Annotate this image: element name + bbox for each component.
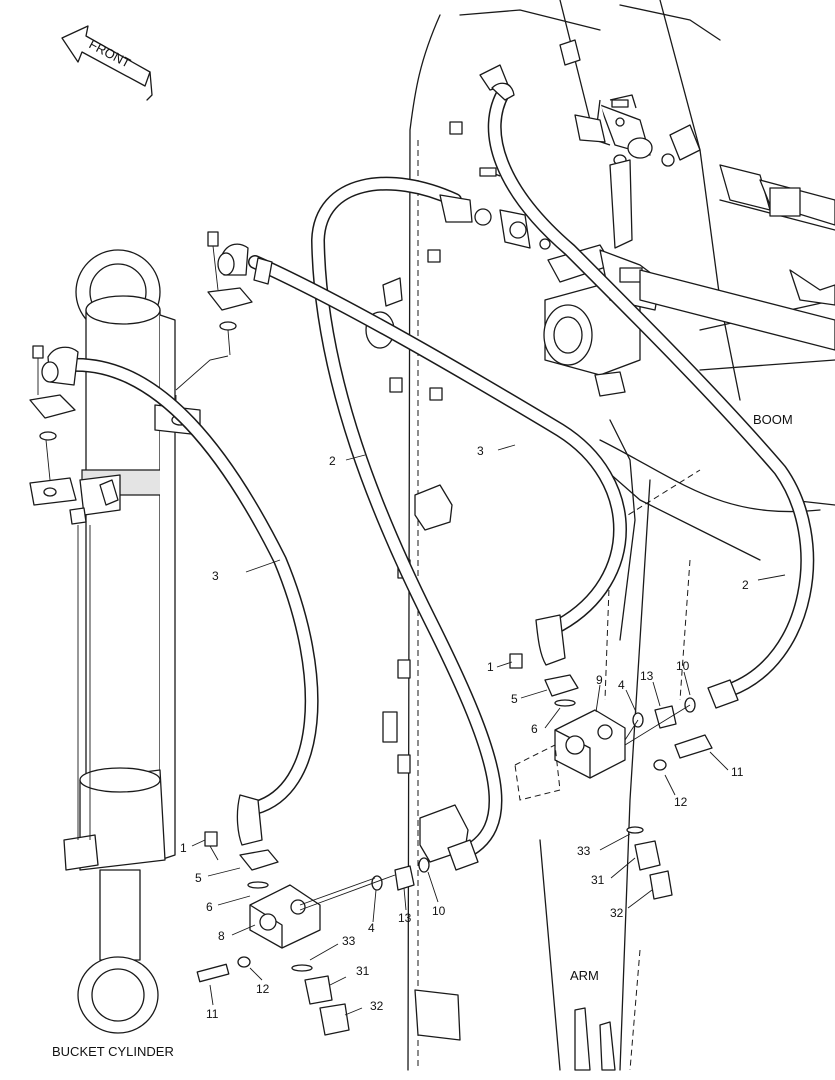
hose-2-right <box>487 83 815 697</box>
callout-11: 11 <box>206 1007 219 1021</box>
callout-5: 5 <box>195 871 202 885</box>
callout-8: 8 <box>218 929 225 943</box>
callout-6: 6 <box>531 722 538 736</box>
callout-31: 31 <box>356 964 370 978</box>
upper-left-clamps <box>29 231 253 481</box>
callout-31: 31 <box>591 873 605 887</box>
callout-33: 33 <box>577 844 591 858</box>
callout-32: 32 <box>370 999 384 1013</box>
hose-3-right <box>248 255 627 632</box>
callout-3: 3 <box>477 444 484 458</box>
callouts: 3 2 3 2 1 5 6 8 11 12 4 13 10 33 31 32 1… <box>180 444 749 1021</box>
front-arrow: FRONT <box>61 25 153 101</box>
bucket-cylinder <box>29 249 229 1034</box>
callout-2: 2 <box>742 578 749 592</box>
callout-1: 1 <box>180 841 187 855</box>
hose-2-left <box>311 176 503 862</box>
arm-label: ARM <box>570 968 599 983</box>
callout-9: 9 <box>596 673 603 687</box>
callout-6: 6 <box>206 900 213 914</box>
left-valve-block <box>196 831 430 1036</box>
callout-12: 12 <box>256 982 270 996</box>
callout-11: 11 <box>731 765 744 779</box>
callout-33: 33 <box>342 934 356 948</box>
callout-32: 32 <box>610 906 624 920</box>
callout-10: 10 <box>676 659 690 673</box>
callout-5: 5 <box>511 692 518 706</box>
callout-1: 1 <box>487 660 494 674</box>
callout-13: 13 <box>640 669 654 683</box>
callout-3: 3 <box>212 569 219 583</box>
boom-pivot <box>479 39 835 397</box>
leader-lines <box>191 444 786 1016</box>
boom-label: BOOM <box>753 412 793 427</box>
callout-12: 12 <box>674 795 688 809</box>
callout-2: 2 <box>329 454 336 468</box>
callout-13: 13 <box>398 911 412 925</box>
callout-4: 4 <box>368 921 375 935</box>
callout-10: 10 <box>432 904 446 918</box>
right-valve-block <box>509 653 713 900</box>
callout-4: 4 <box>618 678 625 692</box>
hose-fittings <box>41 82 739 871</box>
bucket-cylinder-label: BUCKET CYLINDER <box>52 1044 174 1059</box>
